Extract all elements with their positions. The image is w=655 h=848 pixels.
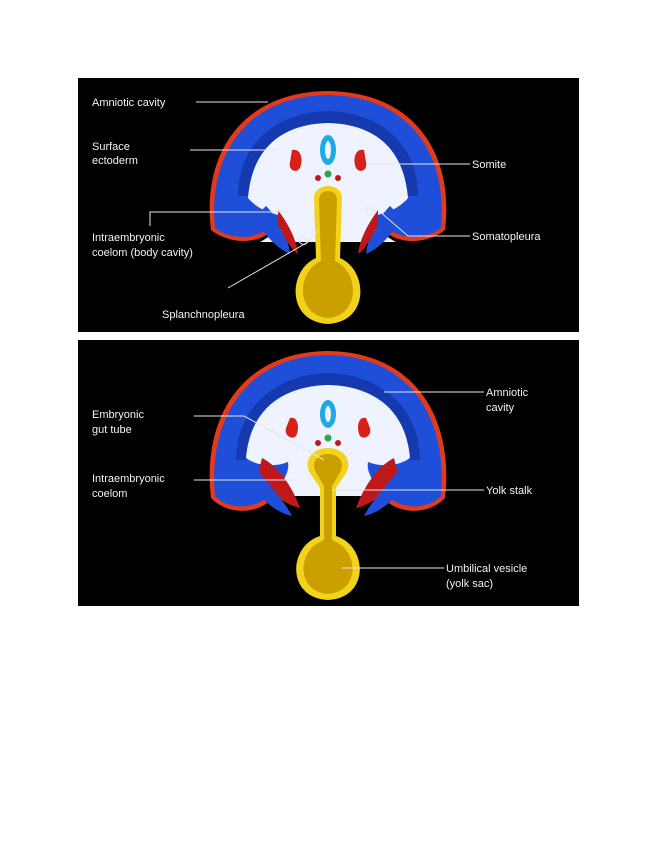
label-coelom-1: Intraembryonic [92, 473, 165, 485]
right-coelom-fold [356, 458, 398, 508]
left-somite [289, 149, 302, 171]
left-body-wall-fold [254, 206, 290, 254]
right-body-wall-fold [366, 206, 402, 254]
right-somite [358, 417, 371, 438]
yolk-sac-inner [303, 191, 353, 318]
label-gut-tube-2: gut tube [92, 424, 132, 436]
dorsal-aorta-left [315, 440, 321, 446]
label-amniotic-cavity-1: Amniotic [486, 387, 529, 399]
right-body-wall [364, 466, 406, 516]
label-gut-tube-1: Embryonic [92, 409, 144, 421]
label-somite: Somite [472, 159, 506, 171]
somatopleura-pointer-curl [365, 207, 375, 216]
dorsal-aorta-right [335, 175, 341, 181]
label-surface-ectoderm-2: ectoderm [92, 155, 138, 167]
label-surface-ectoderm-1: Surface [92, 141, 130, 153]
right-coelom-red [358, 210, 378, 254]
right-somite [354, 149, 367, 171]
bottom-embryo-cross-section: Embryonic gut tube Amniotic cavity Intra… [92, 351, 533, 600]
left-coelom-fold [258, 458, 300, 508]
label-umbilical-vesicle-1: Umbilical vesicle [446, 563, 527, 575]
top-diagram-panel: Amniotic cavity Surface ectoderm Somite … [78, 78, 579, 332]
leader-splanchnopleura [227, 229, 319, 289]
label-amniotic-cavity: Amniotic cavity [92, 97, 166, 109]
leader-intraembryonic-coelom [149, 211, 288, 226]
left-coelom-red [278, 210, 298, 254]
top-embryo-cross-section: Amniotic cavity Surface ectoderm Somite … [92, 91, 541, 324]
gut-tube-and-yolk-sac-inner [303, 454, 353, 594]
leader-embryonic-gut-tube [194, 415, 325, 461]
label-coelom-2: coelom [92, 488, 127, 500]
dorsal-aorta-left [315, 175, 321, 181]
notochord [324, 170, 332, 178]
neural-canal [325, 406, 331, 422]
label-coelom-2: coelom (body cavity) [92, 247, 193, 259]
bottom-diagram-panel: Embryonic gut tube Amniotic cavity Intra… [78, 340, 579, 606]
leader-somatopleura [377, 209, 470, 237]
label-umbilical-vesicle-2: (yolk sac) [446, 578, 493, 590]
label-coelom-1: Intraembryonic [92, 232, 165, 244]
dorsal-aorta-right [335, 440, 341, 446]
label-amniotic-cavity-2: cavity [486, 402, 515, 414]
coelom-pointer-curl [297, 235, 309, 245]
left-somite [285, 417, 298, 438]
left-body-wall [250, 466, 292, 516]
neural-canal [325, 141, 331, 159]
label-yolk-stalk: Yolk stalk [486, 485, 533, 497]
notochord [324, 434, 332, 442]
label-splanchnopleura: Splanchnopleura [162, 309, 245, 321]
label-somatopleura: Somatopleura [472, 231, 541, 243]
